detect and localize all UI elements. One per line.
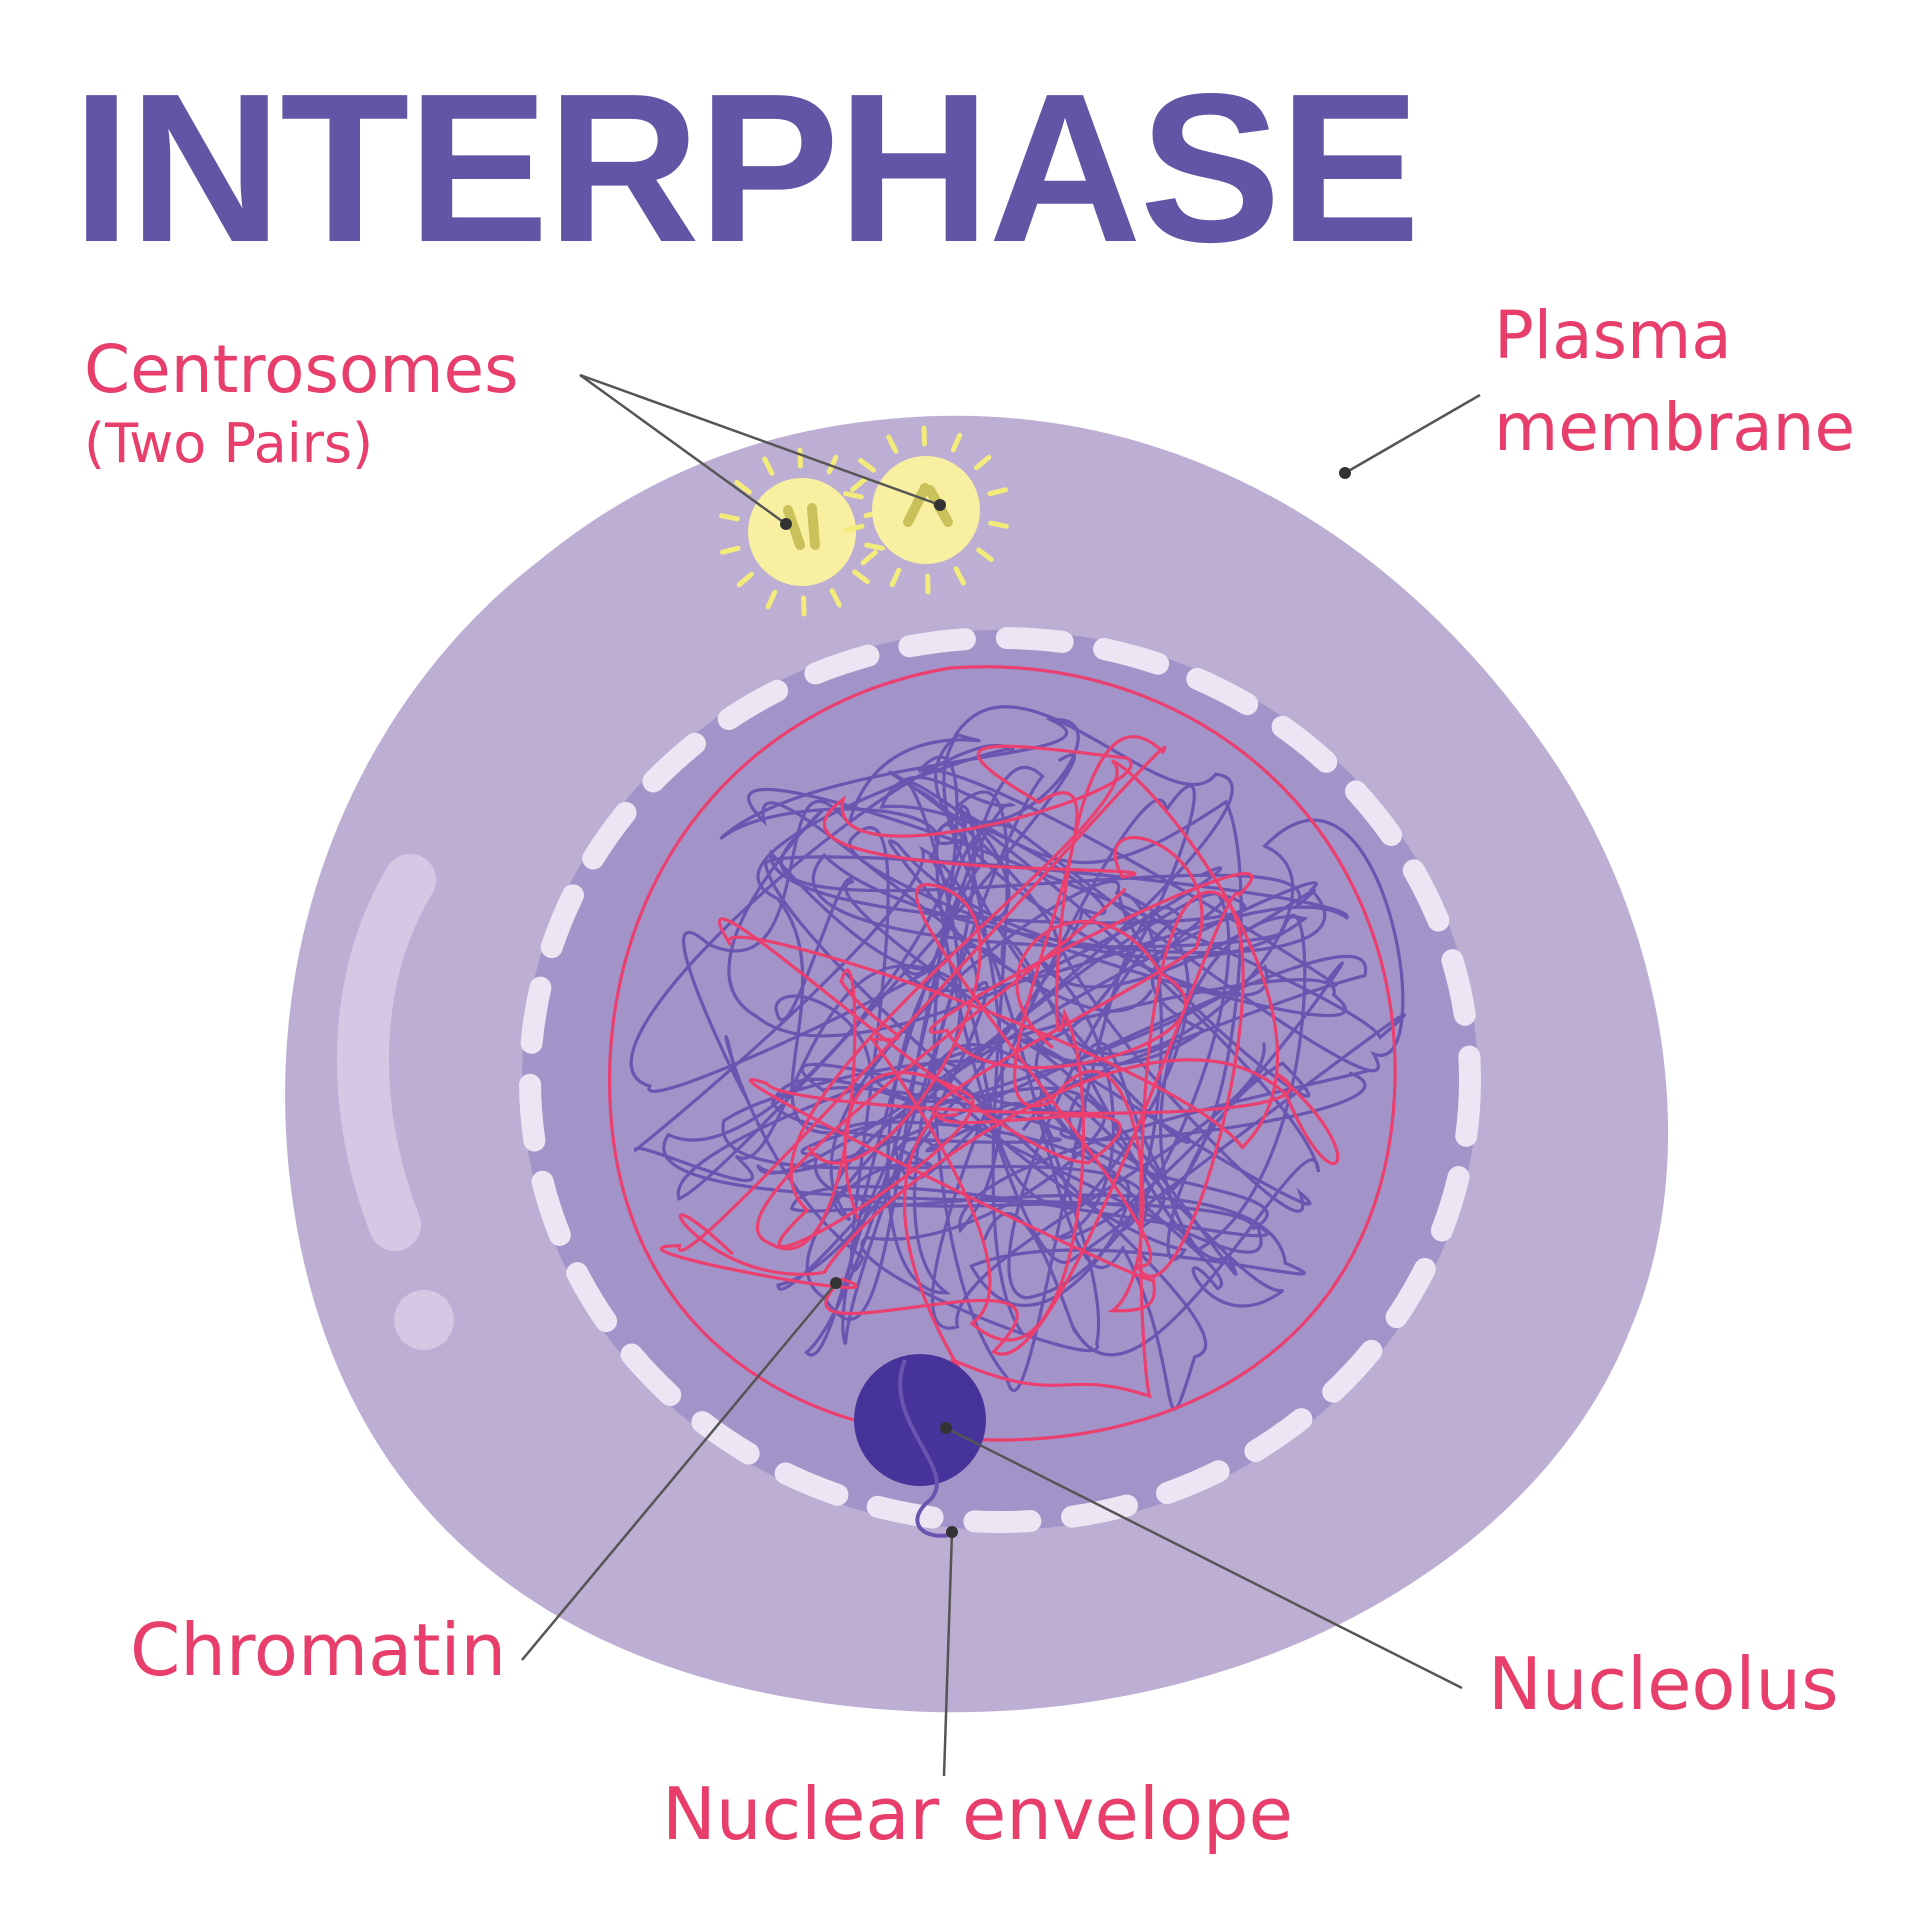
centrosome-ray xyxy=(850,476,868,493)
leader-dot-centrosome-right xyxy=(934,499,946,511)
label-centrosomes-detail: (Two Pairs) xyxy=(84,412,374,475)
centrosome-ray xyxy=(720,545,741,555)
leader-nuclear-envelope xyxy=(942,1531,954,1777)
chromatin-strand xyxy=(659,735,1254,1356)
label-nuclear-envelope: Nuclear envelope xyxy=(662,1772,1293,1856)
chromatin-strand xyxy=(662,718,1367,1353)
centrosome-left xyxy=(719,447,885,617)
leader-dot-plasma-membrane xyxy=(1339,467,1351,479)
centrosome-ray xyxy=(988,520,1009,529)
centrosome-ray xyxy=(974,454,992,471)
centrosome-ray xyxy=(976,547,994,562)
nuclear-envelope xyxy=(519,627,1481,1533)
centrosome-ray xyxy=(843,491,864,500)
nucleolus xyxy=(854,1354,986,1486)
leader-plasma-membrane xyxy=(1344,393,1481,475)
chromatin-strand xyxy=(677,705,1367,1357)
label-plasma-membrane-line2: membrane xyxy=(1494,389,1856,466)
centrosome-ray xyxy=(852,569,870,584)
chromatin-strand xyxy=(607,665,1397,1442)
centrosome-ray xyxy=(860,549,878,566)
label-plasma-membrane-line1: Plasma xyxy=(1494,297,1732,374)
leader-chromatin xyxy=(521,1282,837,1661)
centrosome-ray xyxy=(762,456,775,476)
centrosome-ray xyxy=(736,571,754,588)
centrosome-ray xyxy=(889,567,902,588)
centrosome-ray xyxy=(826,454,839,475)
chromatin-strand xyxy=(717,759,1280,1399)
nucleolus-strand xyxy=(898,1359,951,1538)
centrosome-right xyxy=(843,425,1009,595)
label-centrosomes: Centrosomes xyxy=(84,331,519,408)
chromatin xyxy=(607,665,1406,1442)
centrosome-ray xyxy=(886,434,899,454)
centrosome-ray xyxy=(953,566,966,586)
diagram-title: INTERPHASE xyxy=(72,49,1420,286)
leader-dot-chromatin xyxy=(830,1277,842,1289)
leader-centrosomes xyxy=(579,373,941,526)
label-chromatin: Chromatin xyxy=(130,1608,507,1692)
cytoplasm-highlight-dot xyxy=(394,1290,454,1350)
centrosome-ray xyxy=(950,432,963,453)
leader-dot-nucleolus xyxy=(940,1422,952,1434)
leader-dot-nuclear-envelope xyxy=(946,1526,958,1538)
leader-dot-centrosome-left xyxy=(780,518,792,530)
chromatin-strand xyxy=(678,744,1340,1313)
centrosome-ray xyxy=(765,589,778,610)
centrosome-ray xyxy=(864,542,885,551)
cytoplasm-highlight xyxy=(336,854,436,1251)
label-nucleolus: Nucleolus xyxy=(1488,1642,1839,1726)
centrosome-ray xyxy=(987,487,1008,497)
centrosome-ray xyxy=(829,588,842,608)
centrosome-ray xyxy=(734,480,752,495)
centrosome-ray xyxy=(719,513,740,522)
centrosome-ray xyxy=(844,523,865,533)
leader-nucleolus xyxy=(945,1426,1463,1690)
centrosome-ray xyxy=(858,458,876,473)
